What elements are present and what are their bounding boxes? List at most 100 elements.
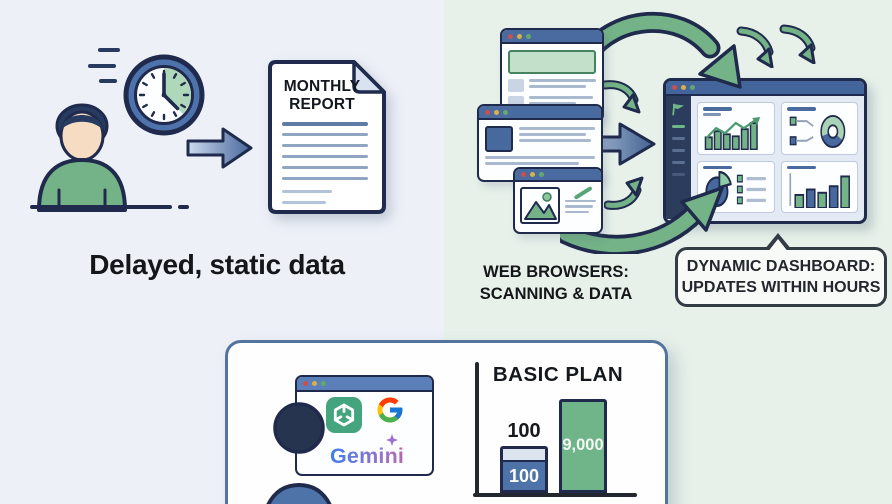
browser-window-news: [477, 104, 603, 182]
sidebar-menu-item: [672, 173, 685, 176]
sidebar-menu-item: [672, 161, 685, 164]
speed-line: [99, 79, 117, 83]
window-dot-red: [303, 381, 308, 386]
text-line-placeholder: [519, 139, 592, 142]
window-dot-green: [539, 172, 544, 177]
text-line-placeholder: [565, 199, 596, 202]
text-line-placeholder: [282, 122, 368, 126]
dashboard-logo-icon: [672, 103, 684, 116]
cycle-arrow-bottom-icon: [560, 186, 724, 254]
panel-title-placeholder: [786, 107, 816, 111]
panel-bar-chart: [780, 160, 858, 213]
text-line-placeholder: [282, 201, 326, 204]
desk-line-dash: [178, 205, 189, 209]
ai-comparison-card: Gemini BASIC PLAN 100 100 9,000: [225, 340, 668, 504]
green-slash-icon: [573, 185, 593, 200]
panel-title-placeholder: [703, 107, 733, 111]
report-title-line1: MONTHLY: [283, 78, 361, 95]
x-axis: [473, 493, 637, 497]
browser-window-media: [513, 167, 603, 234]
sidebar-menu-item: [672, 125, 685, 128]
bar-blue-cap: [503, 449, 545, 462]
report-title-line2: REPORT: [289, 95, 355, 113]
text-line-placeholder: [529, 102, 576, 105]
panel-subtitle-placeholder: [703, 112, 722, 116]
text-line-placeholder: [529, 85, 586, 88]
panel-donut-chart: [780, 102, 858, 155]
window-dot-yellow: [517, 33, 522, 39]
document-page: [268, 60, 386, 214]
donut-chart-icon: [789, 114, 845, 148]
gemini-logo-text: Gemini: [330, 444, 430, 469]
window-dot-yellow: [530, 172, 535, 177]
bar-green: 9,000: [559, 399, 607, 493]
text-line-placeholder: [519, 127, 595, 130]
text-line-placeholder: [282, 177, 368, 180]
sidebar-menu-item: [672, 137, 685, 140]
viewer-person-silhouette: [266, 402, 332, 504]
text-line-placeholder: [282, 155, 368, 158]
text-line-placeholder: [565, 205, 593, 208]
window-dot-yellow: [494, 109, 499, 115]
window-dot-red: [672, 85, 677, 90]
panel-bar-trend-chart: [697, 102, 775, 155]
panel-title-placeholder: [703, 165, 733, 169]
small-arrow-icon: [601, 80, 641, 114]
right-scene-caption-line2: SCANNING & DATA: [479, 285, 633, 304]
hero-banner-placeholder: [508, 50, 596, 74]
text-line-placeholder: [529, 96, 593, 99]
right-scene-caption-line1: WEB BROWSERS:: [483, 263, 629, 281]
bubble-pointer-fill: [767, 239, 789, 253]
bar1-inner-label: 100: [503, 462, 545, 490]
panel-title-placeholder: [786, 165, 816, 169]
window-dot-red: [521, 172, 526, 177]
browser-titlebar: [297, 377, 432, 392]
window-dot-green: [690, 85, 695, 90]
window-dot-red: [485, 109, 490, 115]
small-arrow-icon: [779, 24, 816, 64]
text-line-placeholder: [565, 210, 590, 213]
bubble-line1: DYNAMIC DASHBOARD:: [686, 258, 876, 275]
google-logo: [377, 397, 403, 423]
dashboard-callout-bubble: DYNAMIC DASHBOARD: UPDATES WITHIN HOURS: [675, 233, 887, 307]
text-line-placeholder: [519, 133, 586, 136]
chart-title: BASIC PLAN: [492, 363, 624, 386]
text-line-placeholder: [282, 190, 332, 193]
bar2-inner-label: 9,000: [562, 436, 604, 454]
gemini-sparkle-icon: [386, 434, 398, 446]
chatgpt-logo: [326, 397, 362, 433]
browser-titlebar: [502, 30, 602, 44]
desk-line: [30, 205, 172, 209]
clock-icon: [123, 54, 205, 136]
dashboard-titlebar: [666, 81, 864, 96]
window-dot-yellow: [681, 85, 686, 90]
speed-line: [98, 48, 120, 52]
image-mountains-icon: [520, 187, 560, 224]
image-placeholder: [485, 126, 513, 152]
speed-line: [88, 64, 116, 68]
window-dot-yellow: [312, 381, 317, 386]
report-title: MONTHLY REPORT: [270, 78, 374, 114]
text-line-placeholder: [485, 156, 595, 159]
text-line-placeholder: [485, 162, 579, 165]
browser-titlebar: [515, 169, 601, 182]
text-line-placeholder: [282, 133, 368, 136]
left-scene-caption: Delayed, static data: [89, 249, 345, 280]
small-arrow-icon: [736, 26, 774, 68]
monthly-report-document: MONTHLY REPORT: [262, 58, 390, 216]
y-axis: [475, 362, 479, 496]
bar-blue: 100: [500, 446, 548, 493]
person-illustration: [37, 103, 127, 212]
window-dot-green: [321, 381, 326, 386]
text-line-placeholder: [282, 166, 368, 169]
bubble-line2: UPDATES WITHIN HOURS: [681, 279, 881, 297]
thumbnail-placeholder: [508, 79, 524, 92]
ai-tools-browser-window: Gemini: [295, 375, 434, 476]
bar-trend-chart-icon: [704, 117, 761, 150]
text-line-placeholder: [282, 144, 368, 147]
dashboard-main: [691, 96, 864, 219]
right-arrow-icon: [186, 127, 253, 169]
bar-chart-icon: [788, 173, 850, 208]
sidebar-menu-item: [672, 149, 685, 152]
